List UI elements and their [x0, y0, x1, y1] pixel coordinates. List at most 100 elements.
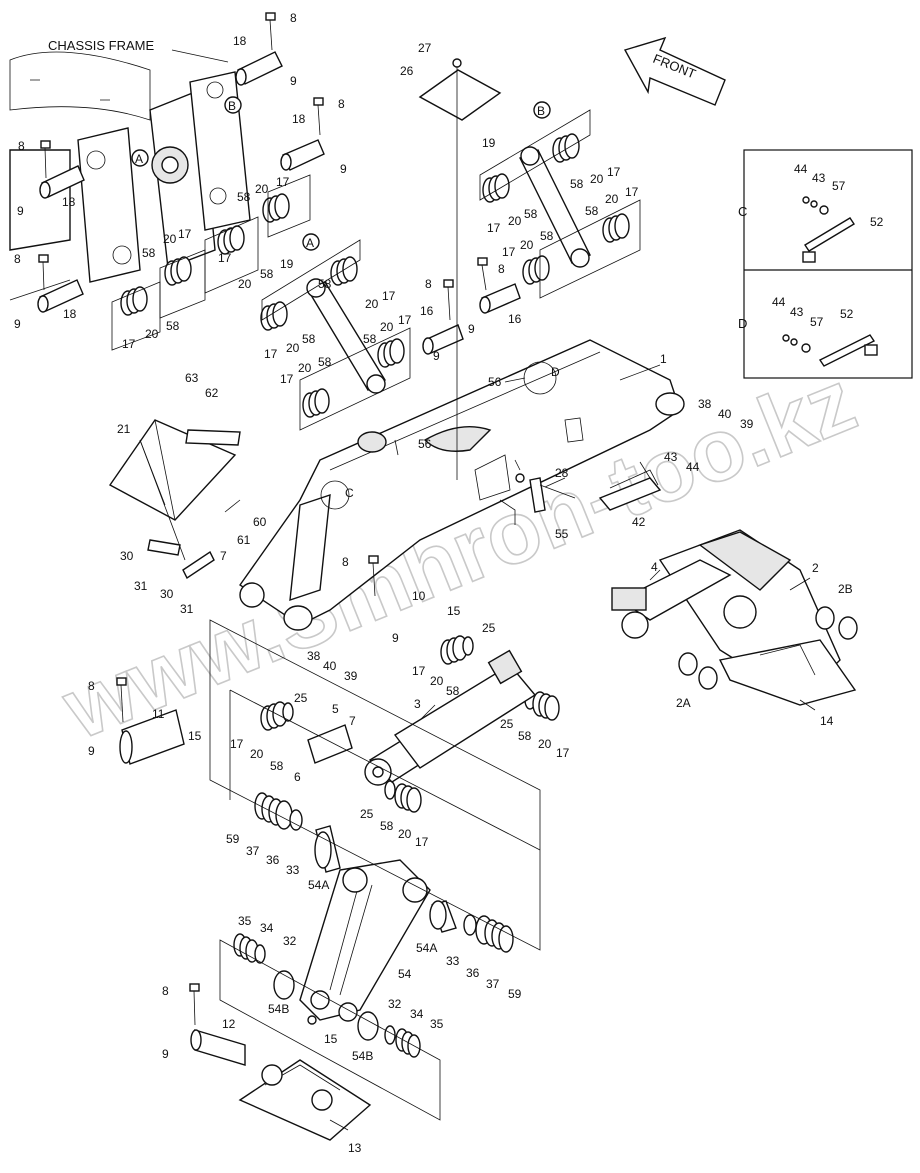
marker-d: D: [551, 365, 560, 379]
callout-17: 17: [398, 313, 412, 327]
callout-58: 58: [446, 684, 460, 698]
callout-7: 7: [349, 714, 356, 728]
callout-20: 20: [538, 737, 552, 751]
cover-plate-21: [108, 419, 241, 580]
callout-8: 8: [425, 277, 432, 291]
callout-62: 62: [205, 386, 219, 400]
callout-16: 16: [420, 304, 434, 318]
callout-32: 32: [283, 934, 297, 948]
callout-4: 4: [651, 560, 658, 574]
callout-56: 56: [488, 375, 502, 389]
callout-59: 59: [226, 832, 240, 846]
callout-63: 63: [185, 371, 199, 385]
callout-8: 8: [88, 679, 95, 693]
callout-58: 58: [540, 229, 554, 243]
callout-33: 33: [286, 863, 300, 877]
callout-31: 31: [134, 579, 148, 593]
callout-9: 9: [433, 349, 440, 363]
callout-18: 18: [233, 34, 247, 48]
callout-25: 25: [294, 691, 308, 705]
link-19-left: [306, 278, 386, 394]
callout-42: 42: [632, 515, 646, 529]
detail-d-52: 52: [840, 307, 854, 321]
callout-27: 27: [418, 41, 432, 55]
callout-8: 8: [290, 11, 297, 25]
bracket-28-55: [514, 459, 576, 513]
callout-9: 9: [340, 162, 347, 176]
shim-stacks: [120, 133, 630, 1058]
callout-13: 13: [348, 1141, 362, 1155]
callout-20: 20: [508, 214, 522, 228]
callout-20: 20: [430, 674, 444, 688]
callout-20: 20: [145, 327, 159, 341]
callout-21: 21: [117, 422, 131, 436]
callout-17: 17: [625, 185, 639, 199]
detail-d-43: 43: [790, 305, 804, 319]
callout-8: 8: [162, 984, 169, 998]
callout-55: 55: [555, 527, 569, 541]
callout-30: 30: [160, 587, 174, 601]
callout-9: 9: [88, 744, 95, 758]
detail-c-52: 52: [870, 215, 884, 229]
callout-7: 7: [220, 549, 227, 563]
callout-35: 35: [238, 914, 252, 928]
callout-17: 17: [230, 737, 244, 751]
callout-56: 56: [418, 437, 432, 451]
callout-18: 18: [63, 307, 77, 321]
callout-8: 8: [338, 97, 345, 111]
callout-34: 34: [410, 1007, 424, 1021]
callout-8: 8: [14, 252, 21, 266]
callout-38: 38: [698, 397, 712, 411]
callout-25: 25: [482, 621, 496, 635]
chassis-frame-label: CHASSIS FRAME: [48, 38, 155, 53]
callout-6: 6: [294, 770, 301, 784]
callout-44: 44: [686, 460, 700, 474]
marker-a-1: A: [135, 152, 143, 166]
callout-17: 17: [178, 227, 192, 241]
callout-17: 17: [280, 372, 294, 386]
callout-20: 20: [365, 297, 379, 311]
callout-20: 20: [605, 192, 619, 206]
callout-36: 36: [466, 966, 480, 980]
step-bracket-42: [564, 417, 662, 511]
callout-20: 20: [398, 827, 412, 841]
callout-18: 18: [62, 195, 76, 209]
callout-39: 39: [344, 669, 358, 683]
callout-14: 14: [820, 714, 834, 728]
callout-17: 17: [415, 835, 429, 849]
callout-40: 40: [323, 659, 337, 673]
callout-58: 58: [570, 177, 584, 191]
marker-c: C: [345, 486, 354, 500]
callout-58: 58: [363, 332, 377, 346]
callout-20: 20: [380, 320, 394, 334]
callout-17: 17: [502, 245, 516, 259]
callout-37: 37: [246, 844, 260, 858]
callout-3: 3: [414, 697, 421, 711]
callout-58: 58: [260, 267, 274, 281]
pins-2a-2b: [678, 606, 858, 690]
callout-17: 17: [382, 289, 396, 303]
front-arrow: FRONT: [623, 36, 726, 106]
callout-58: 58: [380, 819, 394, 833]
callout-54a: 54A: [308, 878, 329, 892]
part-callouts: 8 18 9 8 18 9 8 18 9 8 18 9 58 20 17 58 …: [14, 11, 884, 1155]
arm-part-54: [299, 859, 431, 1022]
boom-part-1: [239, 339, 685, 631]
callout-20: 20: [255, 182, 269, 196]
callout-58: 58: [585, 204, 599, 218]
callout-20: 20: [520, 238, 534, 252]
detail-c-57: 57: [832, 179, 846, 193]
callout-54: 54: [398, 967, 412, 981]
callout-9: 9: [17, 204, 24, 218]
callout-17: 17: [218, 251, 232, 265]
callout-17: 17: [122, 337, 136, 351]
view-markers: B A A B C D: [131, 96, 560, 510]
callout-61: 61: [237, 533, 251, 547]
callout-17: 17: [276, 175, 290, 189]
callout-20: 20: [590, 172, 604, 186]
callout-54b: 54B: [268, 1002, 289, 1016]
base-plate-14: [718, 639, 857, 706]
pins-18-16: [37, 51, 521, 1066]
callout-37: 37: [486, 977, 500, 991]
callout-15: 15: [324, 1032, 338, 1046]
